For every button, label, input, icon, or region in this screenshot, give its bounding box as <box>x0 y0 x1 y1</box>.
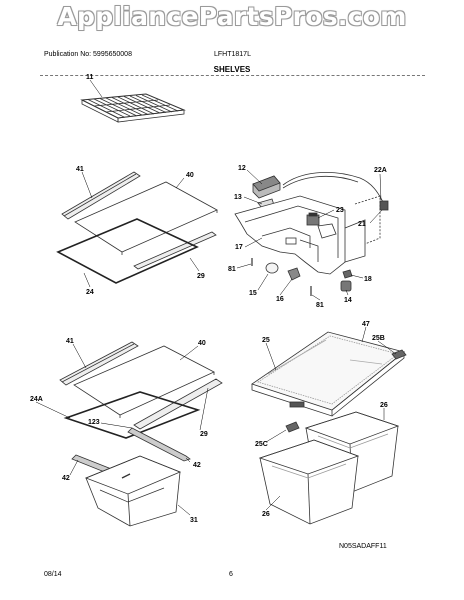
glass-shelf-40-upper <box>74 181 218 255</box>
footer-date: 08/14 <box>44 571 62 578</box>
crisper-drawer-31 <box>84 455 182 527</box>
callout-22A: 22A <box>374 167 387 174</box>
callout-15: 15 <box>249 290 257 297</box>
callout-18: 18 <box>364 276 372 283</box>
callout-31: 31 <box>190 517 198 524</box>
callout-24A: 24A <box>30 396 43 403</box>
callout-40-upper: 40 <box>186 172 194 179</box>
callout-26-left: 26 <box>262 511 270 518</box>
callout-41-upper: 41 <box>76 166 84 173</box>
callout-25C: 25C <box>255 441 268 448</box>
shelf-trim-41-upper <box>61 171 141 220</box>
light-switch-23 <box>306 212 320 226</box>
callout-42-left: 42 <box>62 475 70 482</box>
light-bulb-15 <box>265 262 279 274</box>
callout-123: 123 <box>88 419 100 426</box>
callout-24: 24 <box>86 289 94 296</box>
screw-18 <box>342 269 353 279</box>
callout-42-right: 42 <box>193 462 201 469</box>
shelf-frame-24A <box>63 391 201 439</box>
callout-25B: 25B <box>372 335 385 342</box>
callout-40-lower: 40 <box>198 340 206 347</box>
callout-17: 17 <box>235 244 243 251</box>
callout-23: 23 <box>336 207 344 214</box>
cover-bracket-25C <box>285 421 300 433</box>
section-title: SHELVES <box>213 65 251 74</box>
thermostat-knob-14 <box>340 280 352 292</box>
callout-47: 47 <box>362 321 370 328</box>
callout-16: 16 <box>276 296 284 303</box>
callout-81-left: 81 <box>228 266 236 273</box>
watermark-logo: AppliancePartsPros.com <box>57 2 407 31</box>
drawing-code: N05SADAFF11 <box>339 543 387 550</box>
screws-81 <box>251 258 312 296</box>
crisper-drawer-26-left <box>258 439 360 525</box>
shelf-frame-24 <box>56 218 199 284</box>
socket-16 <box>287 267 301 281</box>
header-divider <box>40 75 425 76</box>
callout-12: 12 <box>238 165 246 172</box>
callout-29-lower: 29 <box>200 431 208 438</box>
callout-81-right: 81 <box>316 302 324 309</box>
callout-11: 11 <box>86 74 94 81</box>
leader-lines <box>35 79 397 516</box>
callout-41-lower: 41 <box>66 338 74 345</box>
wire-harness-22A <box>282 172 389 211</box>
footer-page-number: 6 <box>229 571 233 578</box>
callout-26-right: 26 <box>380 402 388 409</box>
callout-29-upper: 29 <box>197 273 205 280</box>
model-number: LFHT1817L <box>214 51 251 58</box>
callout-25: 25 <box>262 337 270 344</box>
publication-number: Publication No: 5995650008 <box>44 51 132 58</box>
shelf-trim-29-upper <box>133 231 217 270</box>
wire-shelf-11 <box>80 93 186 123</box>
callout-13: 13 <box>234 194 242 201</box>
cover-bracket-25B <box>391 349 407 360</box>
shelf-trim-41-lower <box>59 341 139 386</box>
callout-14: 14 <box>344 297 352 304</box>
callout-21: 21 <box>358 221 366 228</box>
